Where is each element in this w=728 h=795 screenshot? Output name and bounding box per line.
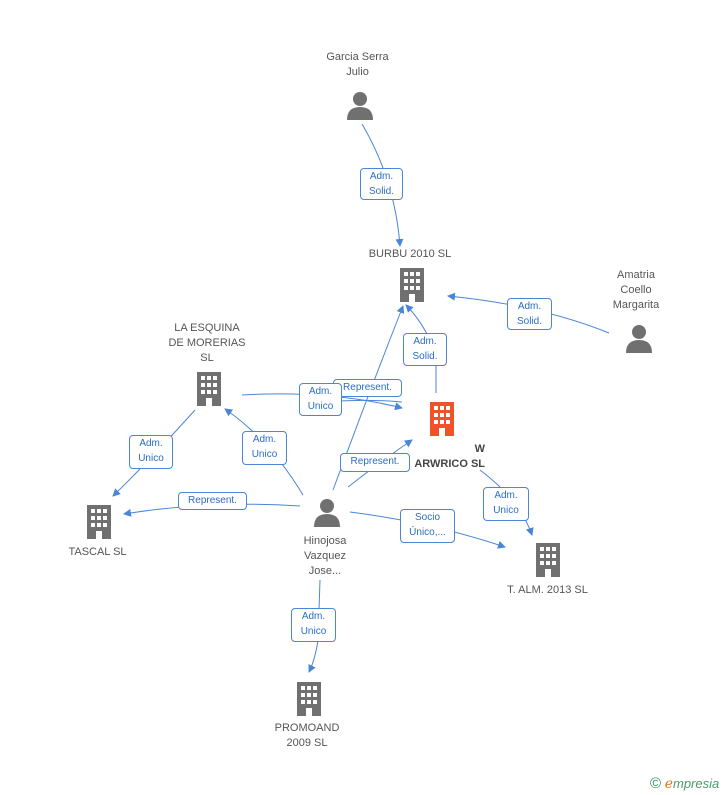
- node-label-tascal[interactable]: TASCAL SL: [68, 546, 127, 558]
- building-icon[interactable]: [194, 372, 224, 406]
- node-label-burbu[interactable]: BURBU 2010 SL: [368, 248, 452, 260]
- brand-e: e: [664, 776, 673, 792]
- building-icon-main[interactable]: [427, 402, 457, 436]
- relation-box[interactable]: Represent.: [333, 379, 402, 397]
- relation-box[interactable]: Adm. Unico: [129, 435, 173, 469]
- relation-box[interactable]: Adm. Unico: [291, 608, 336, 642]
- relation-box[interactable]: Socio Único,...: [400, 509, 455, 543]
- person-icon[interactable]: [345, 90, 375, 120]
- relation-box[interactable]: Represent.: [340, 453, 410, 472]
- building-icon[interactable]: [84, 505, 114, 539]
- building-icon[interactable]: [397, 268, 427, 302]
- node-label-amatria[interactable]: Amatria Coello Margarita: [612, 269, 660, 311]
- person-icon[interactable]: [624, 323, 654, 353]
- node-label-talm[interactable]: T. ALM. 2013 SL: [507, 584, 588, 596]
- brand-name: mpresia: [672, 776, 720, 791]
- node-label-esquina[interactable]: LA ESQUINA DE MORERIAS SL: [168, 322, 246, 364]
- relation-box[interactable]: Adm. Unico: [242, 431, 287, 465]
- node-label-hinojosa[interactable]: Hinojosa Vazquez Jose...: [303, 535, 347, 577]
- relation-box[interactable]: Adm. Solid.: [507, 298, 552, 330]
- building-icon[interactable]: [533, 543, 563, 577]
- relation-box[interactable]: Adm. Solid.: [403, 333, 447, 366]
- person-icon[interactable]: [312, 497, 342, 527]
- brand-logo[interactable]: © empresia: [650, 775, 719, 792]
- node-label-garcia[interactable]: Garcia Serra Julio: [326, 51, 389, 78]
- relation-box[interactable]: Adm. Unico: [483, 487, 529, 521]
- building-icon[interactable]: [294, 682, 324, 716]
- node-label-promoand[interactable]: PROMOAND 2009 SL: [274, 722, 340, 749]
- node-label-warwrico[interactable]: W ARWRICO SL: [414, 443, 485, 470]
- copyright-icon: ©: [650, 775, 662, 792]
- relation-box[interactable]: Adm. Unico: [299, 383, 342, 416]
- relation-box[interactable]: Represent.: [178, 492, 247, 510]
- relation-box[interactable]: Adm. Solid.: [360, 168, 403, 200]
